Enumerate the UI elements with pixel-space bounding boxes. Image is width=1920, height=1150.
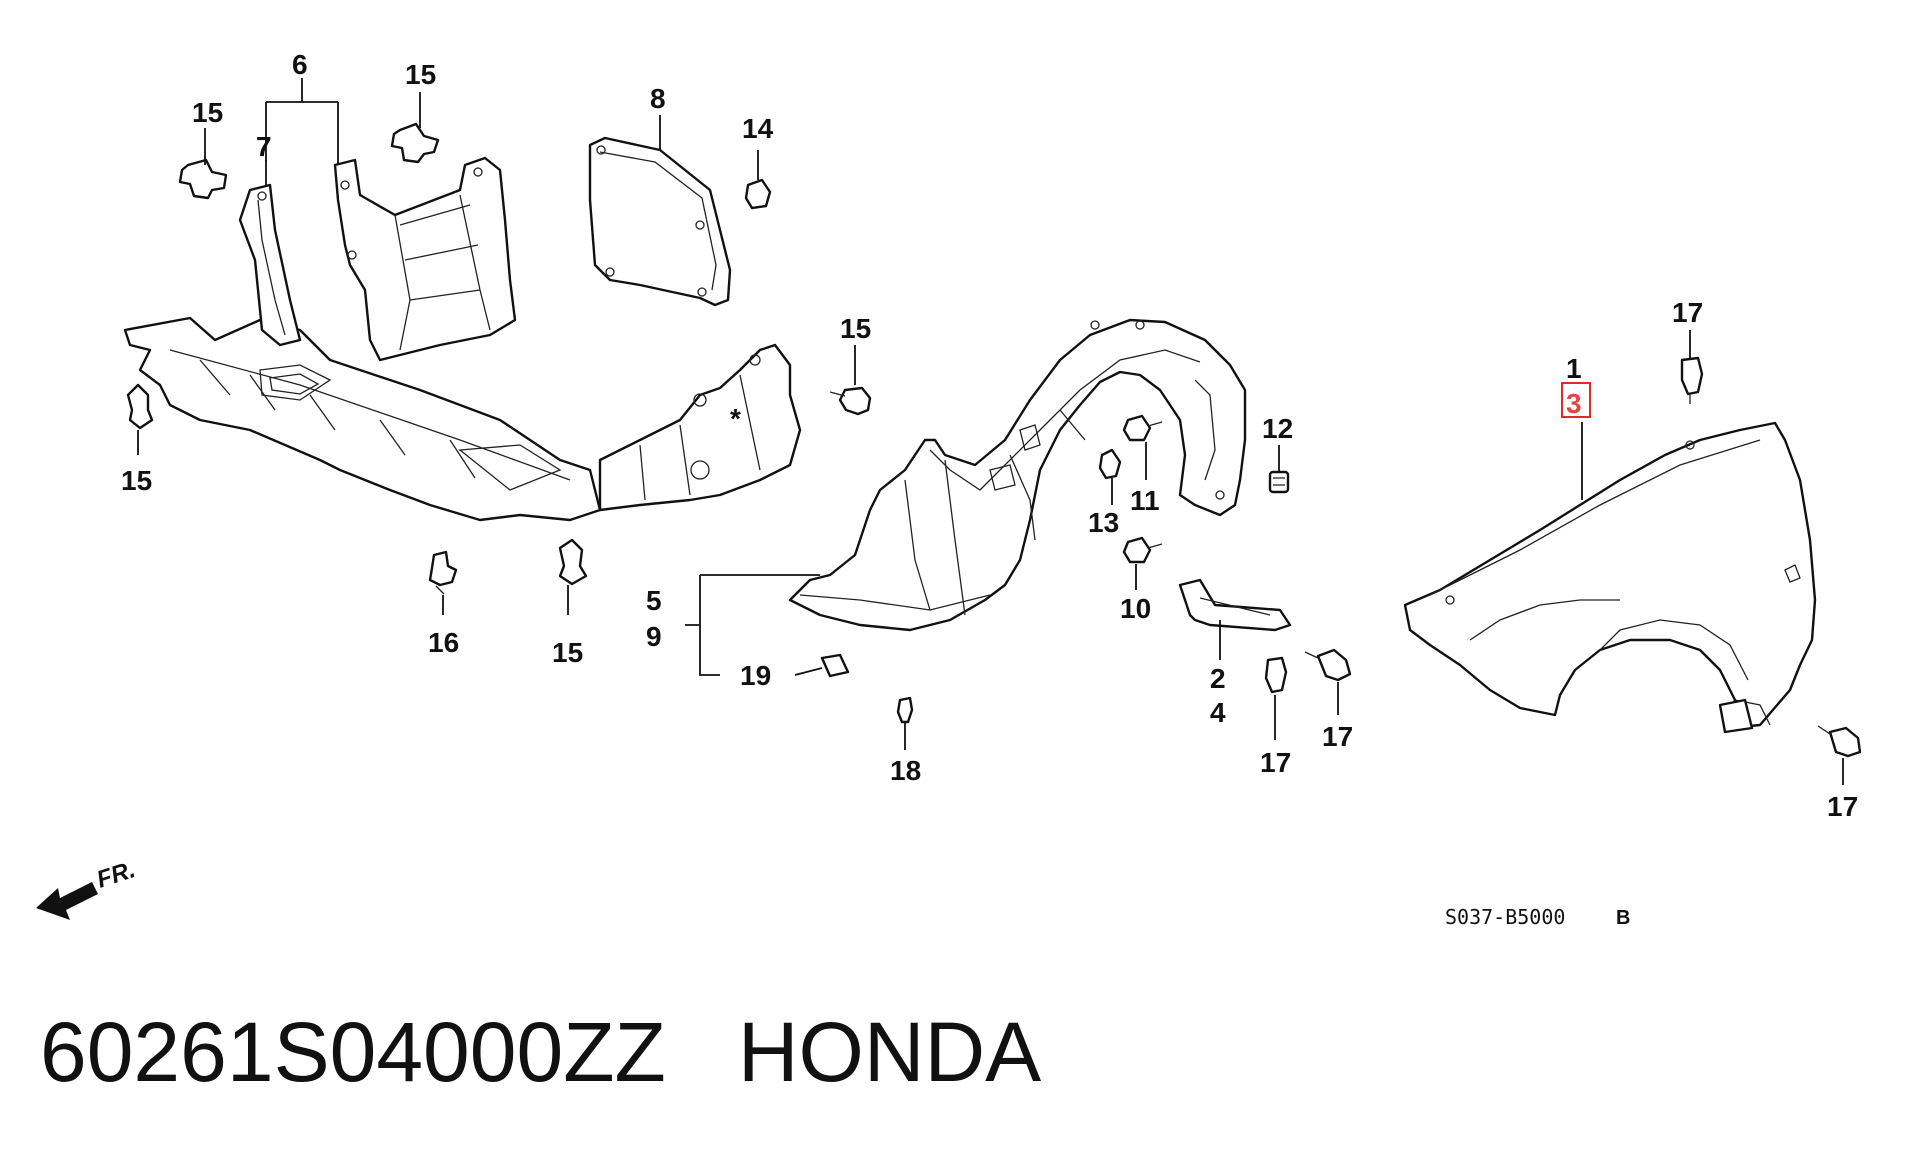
callout-numbers: 6 15 15 7 8 14 15 15 16 15 5 9 19 18 13 …	[121, 49, 1858, 822]
callout-15: 15	[192, 97, 223, 128]
callout-17: 17	[1260, 747, 1291, 778]
asterisk-mark: *	[730, 403, 741, 434]
callout-17: 17	[1322, 721, 1353, 752]
front-direction-indicator: FR.	[36, 856, 139, 920]
reference-code: S037-B5000	[1445, 905, 1565, 929]
callout-15: 15	[405, 59, 436, 90]
fender-bracket	[1178, 578, 1292, 632]
callout-1: 1	[1566, 353, 1582, 384]
callout-3: 3	[1566, 388, 1582, 419]
callout-10: 10	[1120, 593, 1151, 624]
callout-8: 8	[650, 83, 666, 114]
bolt-11	[1122, 414, 1163, 442]
callout-17: 17	[1672, 297, 1703, 328]
clip-15-a	[178, 158, 228, 200]
front-direction-label: FR.	[94, 856, 139, 894]
callout-6: 6	[292, 49, 308, 80]
part-number: 60261S04000ZZ	[40, 1005, 666, 1099]
callout-5: 5	[646, 585, 662, 616]
bolt-17-b	[1264, 656, 1288, 694]
clip-15-b	[390, 122, 440, 164]
clip-15-c	[126, 383, 154, 430]
callout-15: 15	[552, 637, 583, 668]
clip-13	[1098, 448, 1122, 480]
air-guide-bracket	[333, 156, 517, 362]
bolt-17-a	[1680, 356, 1704, 404]
callout-7: 7	[256, 131, 272, 162]
inner-fender-liner	[788, 318, 1247, 632]
callout-15: 15	[121, 465, 152, 496]
callout-14: 14	[742, 113, 774, 144]
reference-suffix: B	[1616, 907, 1630, 929]
u-nut	[820, 653, 850, 678]
bolt-10	[1122, 536, 1163, 564]
screw-18	[896, 696, 914, 724]
callout-9: 9	[646, 621, 662, 652]
callout-12: 12	[1262, 413, 1293, 444]
splash-plate	[588, 136, 732, 307]
callout-15: 15	[840, 313, 871, 344]
brand-name: HONDA	[737, 1005, 1042, 1099]
callout-19: 19	[740, 660, 771, 691]
bolt-17-c	[1304, 648, 1352, 682]
bolt-16	[428, 550, 458, 595]
clip-nut	[1268, 470, 1290, 494]
highlight-box	[1561, 382, 1591, 418]
clip-15-d	[558, 538, 588, 586]
clip-15-e	[829, 386, 872, 416]
callout-2: 2	[1210, 663, 1226, 694]
undercover-assembly: *	[123, 183, 802, 522]
callout-16: 16	[428, 627, 459, 658]
bolt-17-d	[1817, 725, 1862, 758]
screw-14	[744, 178, 772, 210]
callout-17: 17	[1827, 791, 1858, 822]
callout-18: 18	[890, 755, 921, 786]
callout-11: 11	[1130, 485, 1160, 516]
callout-13: 13	[1088, 507, 1119, 538]
front-fender	[1403, 421, 1817, 734]
front-arrow-icon	[36, 882, 98, 920]
callout-4: 4	[1210, 697, 1226, 728]
leader-lines	[137, 78, 1844, 785]
reference-code-group: S037-B5000 B	[1445, 905, 1630, 929]
